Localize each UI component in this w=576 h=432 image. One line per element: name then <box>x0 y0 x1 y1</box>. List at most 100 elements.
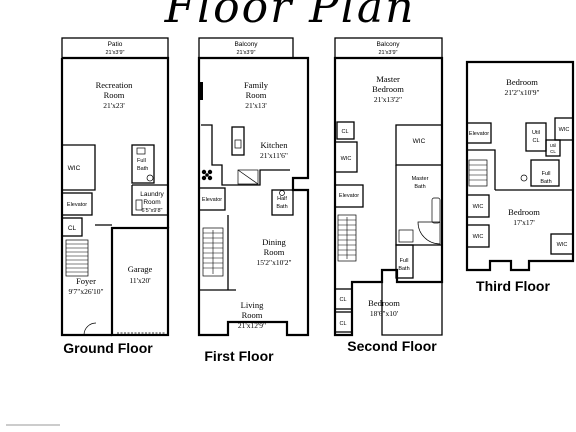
third-floor-label: Third Floor <box>476 278 550 294</box>
laundry-walls <box>131 184 168 216</box>
second-floor-label: Second Floor <box>347 338 437 354</box>
second-stairs <box>337 214 357 262</box>
kitchen-dim: 21'x11'6" <box>260 151 288 160</box>
second-floor-plan: Balcony 21'x3'9" Master Bedroom 21'x13'2… <box>333 37 444 354</box>
third-bath-l1: Full <box>542 171 551 177</box>
second-wic-right-lbl: WIC <box>413 138 426 145</box>
master-bath-l1: Master <box>412 176 429 182</box>
master-name1: Master <box>376 74 400 84</box>
second-bath-l1: Full <box>400 258 409 264</box>
second-full-bath <box>395 244 414 279</box>
sink-icon <box>136 147 146 155</box>
second-wic-left-lbl: WIC <box>341 156 352 162</box>
second-outer-wall <box>333 56 444 337</box>
ground-garage <box>110 226 170 337</box>
third-outer-wall <box>465 60 575 272</box>
toilet-icon <box>146 174 154 182</box>
ground-floor-plan: Patio 21'x3'9" Garage 11'x20' Recreation… <box>60 37 170 356</box>
half-bath-sink-icon <box>279 190 285 196</box>
ground-entry-door <box>83 322 97 336</box>
refrigerator-icon <box>237 169 259 185</box>
third-bedroom1-name: Bedroom <box>506 77 538 87</box>
ground-stairs <box>65 239 89 277</box>
laundry-l2: Room <box>143 199 160 206</box>
laundry-l1: Laundry <box>140 191 164 198</box>
fireplace <box>200 82 203 100</box>
first-floor-label: First Floor <box>204 348 274 364</box>
master-name2: Bedroom <box>372 84 404 94</box>
ground-elevator-lbl: Elevator <box>67 202 87 208</box>
ground-bath-l1: Full <box>137 158 146 164</box>
shower-icon <box>398 229 414 243</box>
second-cl-b: CL <box>339 321 346 327</box>
master-dim: 21'x13'2" <box>374 95 402 104</box>
third-wic-b <box>466 194 490 218</box>
garage-dim: 11'x20' <box>129 276 151 285</box>
third-bedroom1-dim: 21'2"x10'9" <box>504 88 539 97</box>
third-floor-plan: Bedroom 21'2"x10'9" Elevator Util CL Uti… <box>465 60 575 294</box>
second-bedroom-dim: 18'6"x10' <box>370 309 399 318</box>
foyer-name: Foyer <box>76 276 96 286</box>
second-bedroom-walls <box>381 282 443 336</box>
kitchen-name: Kitchen <box>261 140 289 150</box>
third-hall-wall <box>467 149 496 190</box>
second-bedroom-name: Bedroom <box>368 298 400 308</box>
vanity-icon <box>431 197 441 224</box>
third-wic-d-lbl: WIC <box>473 234 484 240</box>
first-floor-plan: Balcony 21'x3'9" Family Room 21'x13' Kit… <box>197 37 310 364</box>
second-wic-left <box>334 141 358 173</box>
ground-closet <box>61 217 83 237</box>
second-bath-l2: Bath <box>398 266 409 272</box>
first-balcony-dim: 21'x3'9" <box>236 50 255 56</box>
first-stairs <box>202 227 224 277</box>
first-balcony-name: Balcony <box>234 41 258 48</box>
footer-smudge <box>6 424 60 426</box>
third-util-l2: CL <box>532 138 539 144</box>
family-name2: Room <box>246 90 267 100</box>
third-util-small-l1: Util <box>550 143 557 148</box>
third-wic-a-lbl: WIC <box>559 127 570 133</box>
ground-elevator <box>61 192 93 216</box>
corner-tub-icon <box>417 221 441 245</box>
half-bath-l1: Half <box>277 196 287 202</box>
ground-patio-dim: 21'x3'9" <box>105 50 124 56</box>
recreation-name2: Room <box>104 90 125 100</box>
third-full-bath <box>530 159 560 187</box>
third-util-closet <box>525 122 547 152</box>
third-util-small <box>545 139 561 157</box>
dining-name2: Room <box>264 247 285 257</box>
second-closet-a <box>334 288 353 310</box>
ground-wic-walls <box>62 144 96 191</box>
second-cl-a: CL <box>339 297 346 303</box>
ground-floor-label: Ground Floor <box>63 340 153 356</box>
first-outer-wall <box>197 56 310 337</box>
family-name1: Family <box>244 80 269 90</box>
ground-full-bath <box>131 144 155 184</box>
first-elevator-lbl: Elevator <box>202 197 222 203</box>
third-bath-l2: Bath <box>540 179 551 185</box>
foyer-dim: 9'7"x26'10" <box>68 287 103 296</box>
ground-patio-name: Patio <box>108 41 123 48</box>
third-toilet-icon <box>520 174 528 182</box>
third-wic-d <box>466 224 490 248</box>
second-elevator-lbl: Elevator <box>339 193 359 199</box>
living-dim: 21'x12'9" <box>238 321 266 330</box>
third-bedroom2-dim: 17'x17' <box>513 218 535 227</box>
third-elevator <box>466 122 492 144</box>
third-wic-a <box>554 117 574 141</box>
half-bath-l2: Bath <box>276 204 287 210</box>
laundry-dim: 6'5"x9'8" <box>142 208 163 214</box>
kitchen-counter <box>201 124 290 186</box>
third-bedroom2-name: Bedroom <box>508 207 540 217</box>
dining-dim: 15'2"x10'2" <box>256 258 291 267</box>
third-wic-c <box>550 233 574 255</box>
recreation-dim: 21'x23' <box>103 101 125 110</box>
family-dim: 21'x13' <box>245 101 267 110</box>
first-elevator <box>198 187 226 211</box>
living-name1: Living <box>241 300 264 310</box>
second-elevator <box>334 184 364 208</box>
second-balcony-name: Balcony <box>376 41 400 48</box>
refrigerator-diag <box>237 169 259 185</box>
washer-icon <box>135 199 143 211</box>
